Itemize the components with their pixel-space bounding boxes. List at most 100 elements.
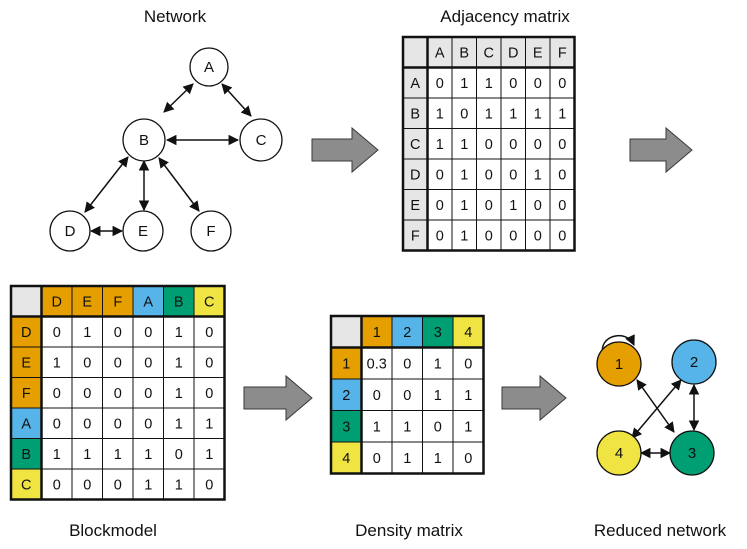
node-a-label: A	[204, 59, 214, 76]
adjacency-cell-value: 0	[509, 228, 517, 244]
adjacency-cell	[451, 219, 477, 251]
adjacency-cell-value: 0	[509, 76, 517, 92]
adjacency-cell-value: 0	[436, 76, 444, 92]
blockmodel-cell	[71, 316, 103, 348]
adjacency-cell	[525, 97, 551, 129]
density-cell-value: 1	[403, 419, 411, 435]
blockmodel-cell	[193, 346, 225, 378]
density-cell	[452, 378, 484, 411]
adjacency-cell-value: 1	[485, 76, 493, 92]
adjacency-cell-value: 0	[534, 76, 542, 92]
reduced-node-4	[596, 430, 642, 476]
adjacency-cell-value: 0	[485, 167, 493, 183]
blockmodel-col-header: B	[174, 294, 184, 310]
adjacency-cell-value: 0	[485, 137, 493, 153]
density-cell-value: 0	[434, 419, 442, 435]
blockmodel-row-header: D	[21, 325, 31, 341]
adjacency-row-header: D	[410, 167, 420, 183]
blockmodel-row-header-cell	[10, 346, 42, 378]
adjacency-cell-value: 1	[460, 198, 468, 214]
node-b	[122, 118, 166, 162]
adjacency-corner-cell	[402, 36, 428, 68]
blockmodel-cell-value: 1	[205, 447, 213, 463]
density-col-header: 3	[434, 325, 442, 341]
edge-a-c	[221, 83, 252, 117]
adjacency-cell	[476, 219, 502, 251]
node-d-label: D	[65, 223, 76, 240]
adjacency-cell	[549, 158, 575, 190]
adjacency-cell-value: 0	[558, 167, 566, 183]
blockmodel-cell	[132, 377, 164, 409]
blockmodel-cell-value: 0	[114, 416, 122, 432]
adjacency-cell-value: 0	[436, 167, 444, 183]
node-e	[122, 210, 164, 252]
adjacency-cell-value: 1	[460, 137, 468, 153]
node-c	[239, 118, 283, 162]
adjacency-cell-value: 0	[534, 137, 542, 153]
adjacency-cell-value: 0	[460, 106, 468, 122]
blockmodel-border	[9, 284, 226, 501]
blockmodel-cell-value: 1	[175, 386, 183, 402]
adjacency-cell	[549, 189, 575, 221]
adjacency-cell	[476, 189, 502, 221]
blockmodel-cell	[102, 407, 134, 439]
blockmodel-cell-value: 0	[83, 477, 91, 493]
adjacency-cell-value: 1	[436, 137, 444, 153]
title-reduced-network: Reduced network	[594, 521, 727, 540]
reduced-node-1	[596, 341, 642, 387]
blockmodel-cell-value: 1	[175, 325, 183, 341]
node-e-label: E	[138, 223, 148, 240]
blockmodel-cell-value: 0	[205, 386, 213, 402]
blockmodel-cell-value: 1	[83, 447, 91, 463]
blockmodel-cell-value: 0	[114, 477, 122, 493]
density-cell-value: 1	[464, 388, 472, 404]
blockmodel-cell	[41, 316, 73, 348]
blockmodel-cell-value: 0	[144, 386, 152, 402]
blockmodel-col-header: D	[52, 294, 62, 310]
edge-2-4	[631, 379, 682, 439]
node-f-label: F	[206, 223, 215, 240]
adjacency-cell-value: 1	[460, 228, 468, 244]
blockmodel-cell-value: 1	[53, 355, 61, 371]
blockmodel-cell-value: 0	[144, 355, 152, 371]
flow-arrow-3	[243, 374, 313, 422]
edge-b-d	[84, 156, 129, 213]
density-col-header: 1	[373, 325, 381, 341]
adjacency-col-header: B	[459, 45, 469, 61]
density-cell-value: 0	[373, 388, 381, 404]
blockmodel-cell-value: 0	[83, 355, 91, 371]
adjacency-cell	[476, 158, 502, 190]
adjacency-cell-value: 0	[436, 198, 444, 214]
blockmodel-cell-value: 1	[114, 447, 122, 463]
blockmodel-cell	[132, 346, 164, 378]
adjacency-cell-value: 1	[460, 76, 468, 92]
adjacency-row-header: F	[411, 228, 420, 244]
adjacency-row-header: B	[410, 106, 420, 122]
blockmodel-col-header: E	[82, 294, 92, 310]
blockmodel-cell-value: 1	[53, 447, 61, 463]
adjacency-col-header: F	[558, 45, 567, 61]
blockmodel-cell-value: 0	[205, 477, 213, 493]
density-cell-value: 1	[434, 388, 442, 404]
blockmodel-cell-value: 0	[114, 325, 122, 341]
density-cell-value: 1	[434, 451, 442, 467]
adjacency-cell-value: 1	[436, 106, 444, 122]
adjacency-cell-value: 1	[558, 106, 566, 122]
blockmodel-cell-value: 0	[205, 325, 213, 341]
node-c-label: C	[256, 132, 267, 149]
blockmodel-cell-value: 0	[53, 386, 61, 402]
adjacency-cell-value: 1	[509, 198, 517, 214]
blockmodel-cell	[132, 438, 164, 470]
reduced-node-2	[671, 339, 717, 385]
node-d	[49, 210, 91, 252]
density-cell	[391, 441, 423, 474]
node-f	[190, 210, 232, 252]
density-cell	[361, 378, 393, 411]
reduced-node-2-label: 2	[690, 354, 698, 371]
density-cell	[422, 410, 454, 443]
adjacency-cell-value: 0	[436, 228, 444, 244]
blockmodel-cell	[71, 468, 103, 500]
adjacency-col-header-cell	[549, 36, 575, 68]
adjacency-border	[401, 35, 576, 252]
